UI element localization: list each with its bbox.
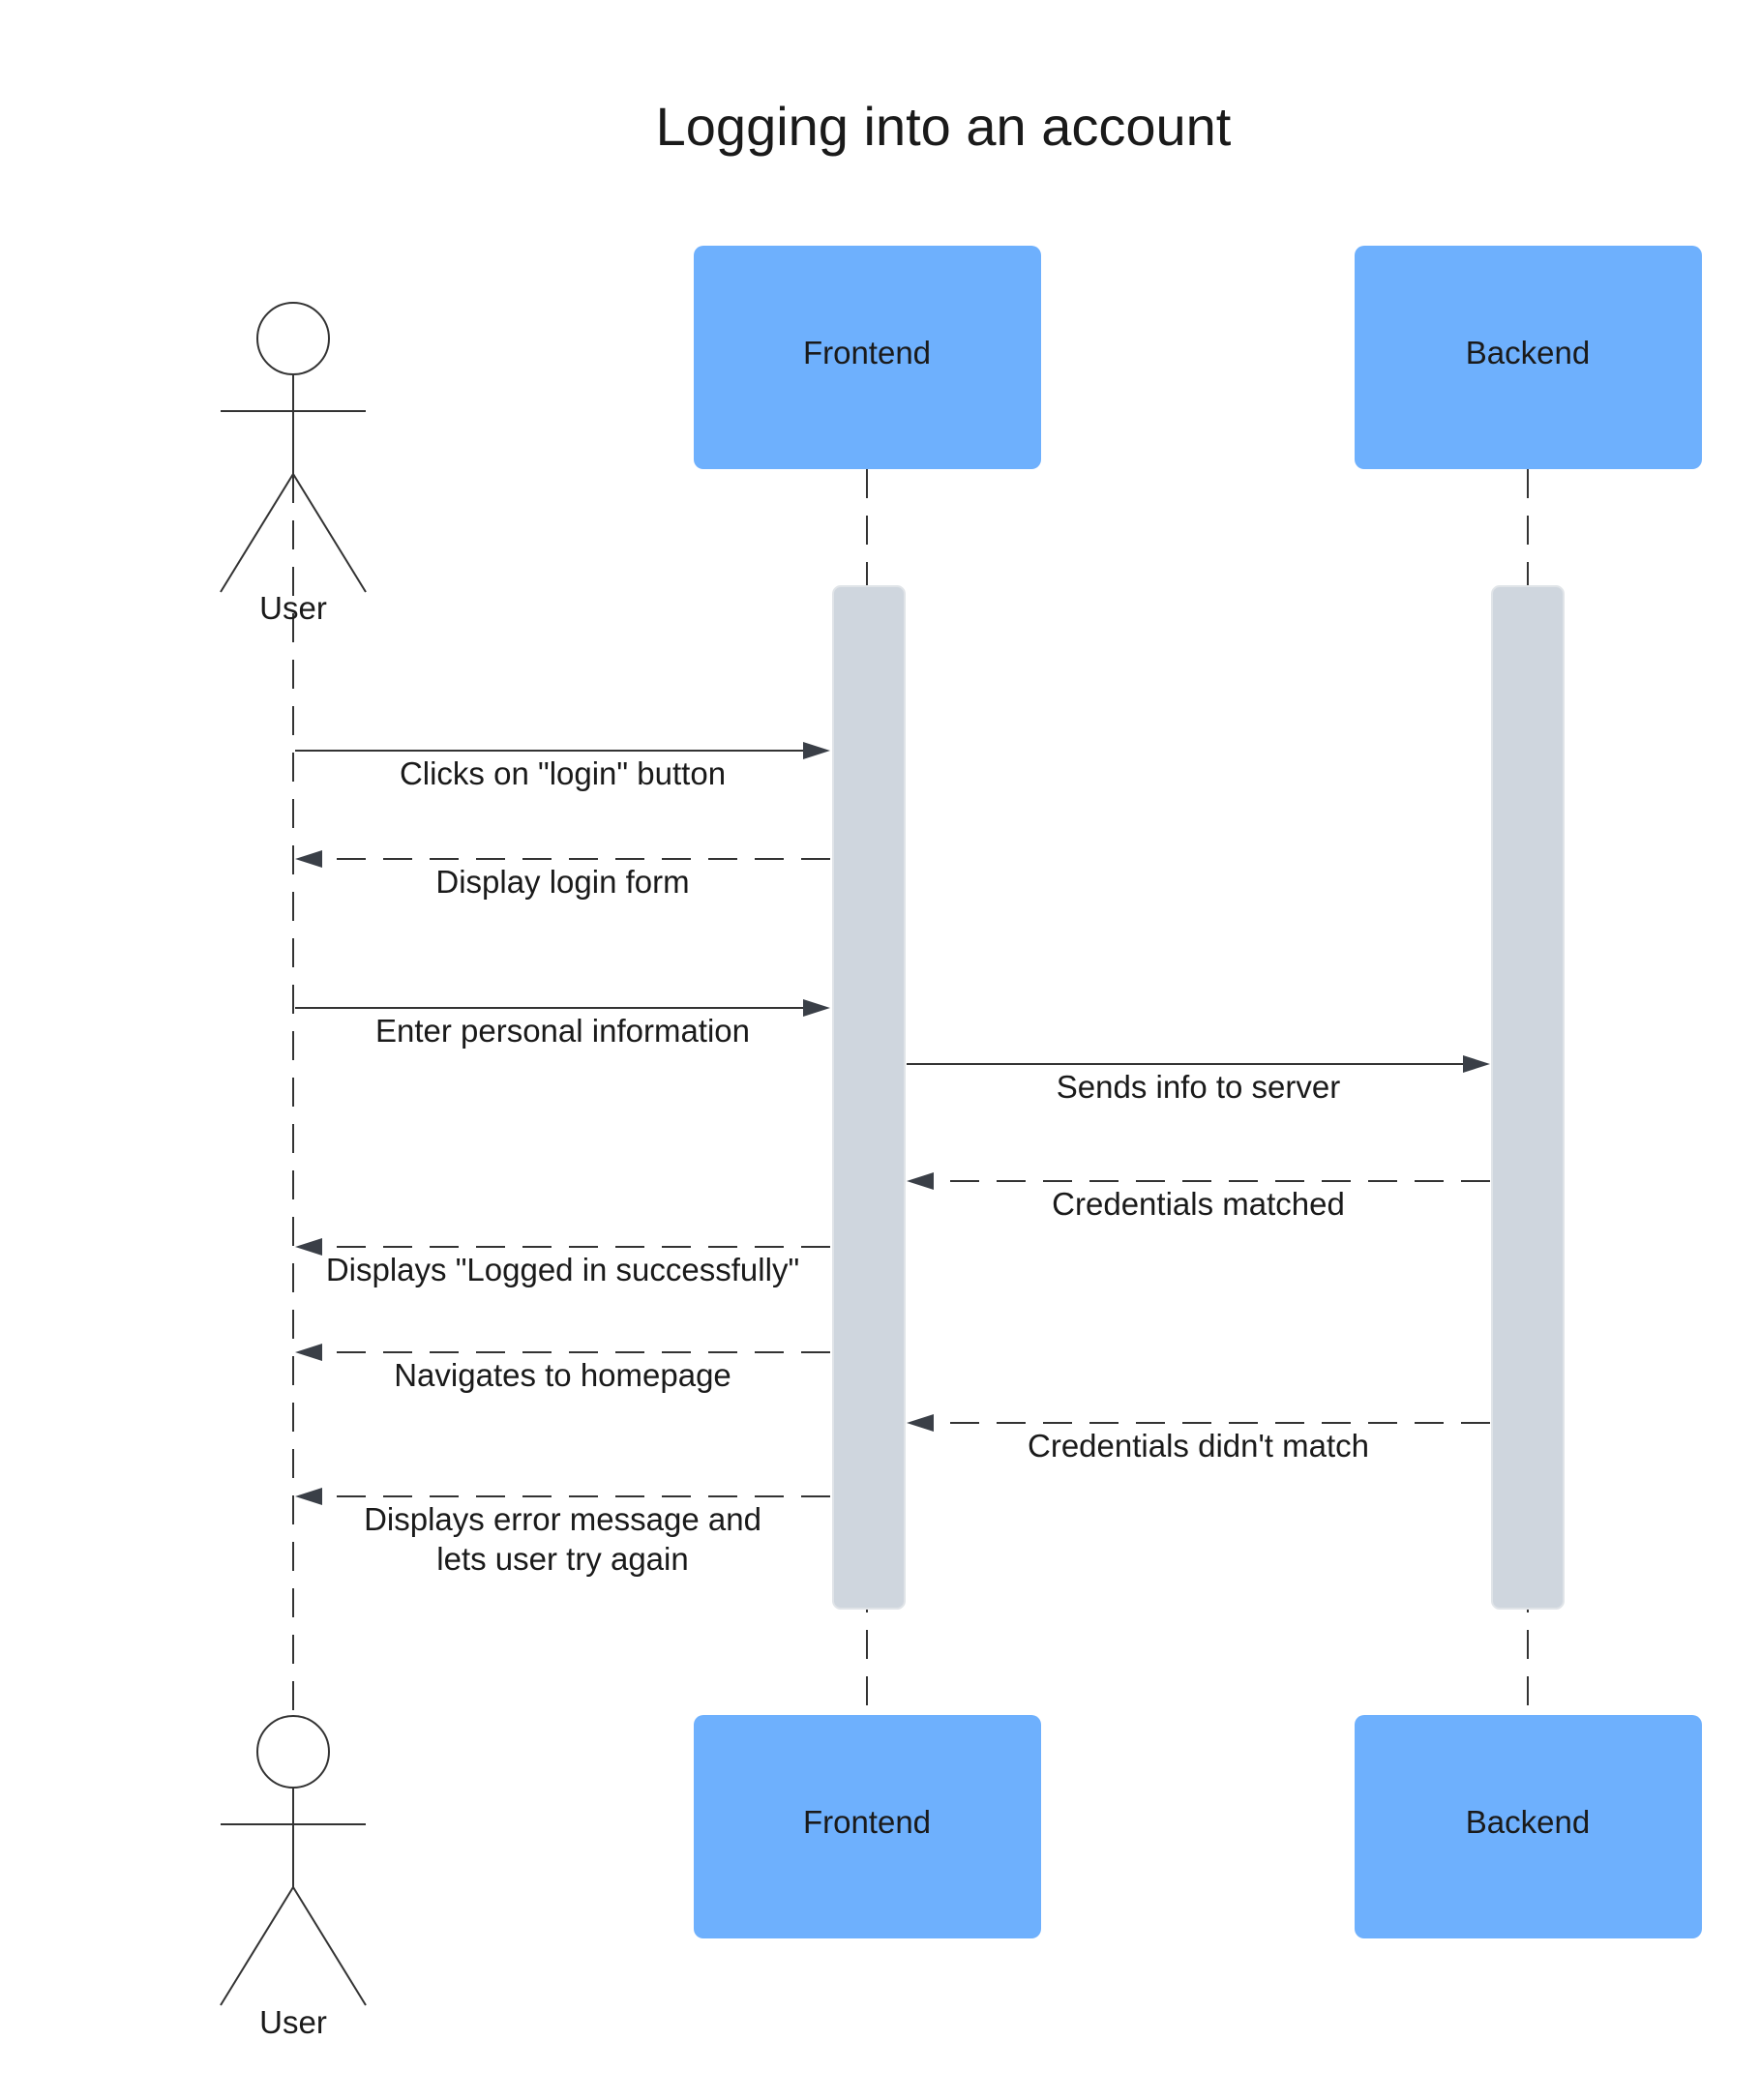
message-3: Enter personal information xyxy=(295,999,830,1049)
user-actor-top-label: User xyxy=(259,590,327,626)
arrowhead-icon xyxy=(907,1172,934,1190)
arrowhead-icon xyxy=(295,1344,322,1361)
message-label: Navigates to homepage xyxy=(394,1357,731,1393)
message-label: Credentials didn't match xyxy=(1028,1428,1369,1464)
arrowhead-icon xyxy=(803,742,830,759)
message-6: Displays "Logged in successfully" xyxy=(295,1238,830,1287)
message-label: Display login form xyxy=(435,864,689,900)
message-2: Display login form xyxy=(295,850,830,900)
message-label: Displays "Logged in successfully" xyxy=(326,1252,799,1287)
backend-activation-bar xyxy=(1491,585,1565,1610)
message-label: Displays error message and xyxy=(364,1501,761,1537)
user-actor-bottom-label: User xyxy=(259,2004,327,2040)
message-9: Displays error message and lets user try … xyxy=(295,1488,830,1577)
backend-box-top-label: Backend xyxy=(1466,335,1590,370)
message-label: Credentials matched xyxy=(1052,1186,1345,1222)
actor-head-icon xyxy=(256,302,330,375)
message-label: Enter personal information xyxy=(375,1013,750,1049)
arrowhead-icon xyxy=(295,1488,322,1505)
arrowhead-icon xyxy=(295,850,322,868)
frontend-activation-bar xyxy=(832,585,906,1610)
message-5: Credentials matched xyxy=(907,1172,1490,1222)
frontend-box-top-label: Frontend xyxy=(803,335,931,370)
diagram-title: Logging into an account xyxy=(656,96,1232,157)
message-7: Navigates to homepage xyxy=(295,1344,830,1393)
frontend-box-bottom xyxy=(694,1715,1041,1938)
frontend-box-bottom-label: Frontend xyxy=(803,1804,931,1840)
arrowhead-icon xyxy=(1463,1055,1490,1073)
user-actor-bottom xyxy=(220,1715,367,2006)
actor-head-icon xyxy=(256,1715,330,1789)
message-4: Sends info to server xyxy=(907,1055,1490,1105)
frontend-box-top xyxy=(694,246,1041,469)
message-label: Clicks on "login" button xyxy=(400,755,726,791)
message-label: Sends info to server xyxy=(1057,1069,1341,1105)
backend-box-top xyxy=(1355,246,1702,469)
arrowhead-icon xyxy=(907,1414,934,1432)
message-1: Clicks on "login" button xyxy=(295,742,830,791)
backend-box-bottom-label: Backend xyxy=(1466,1804,1590,1840)
message-label: lets user try again xyxy=(436,1541,688,1577)
arrowhead-icon xyxy=(803,999,830,1017)
message-8: Credentials didn't match xyxy=(907,1414,1490,1464)
arrowhead-icon xyxy=(295,1238,322,1256)
user-actor-top xyxy=(220,302,367,593)
backend-box-bottom xyxy=(1355,1715,1702,1938)
